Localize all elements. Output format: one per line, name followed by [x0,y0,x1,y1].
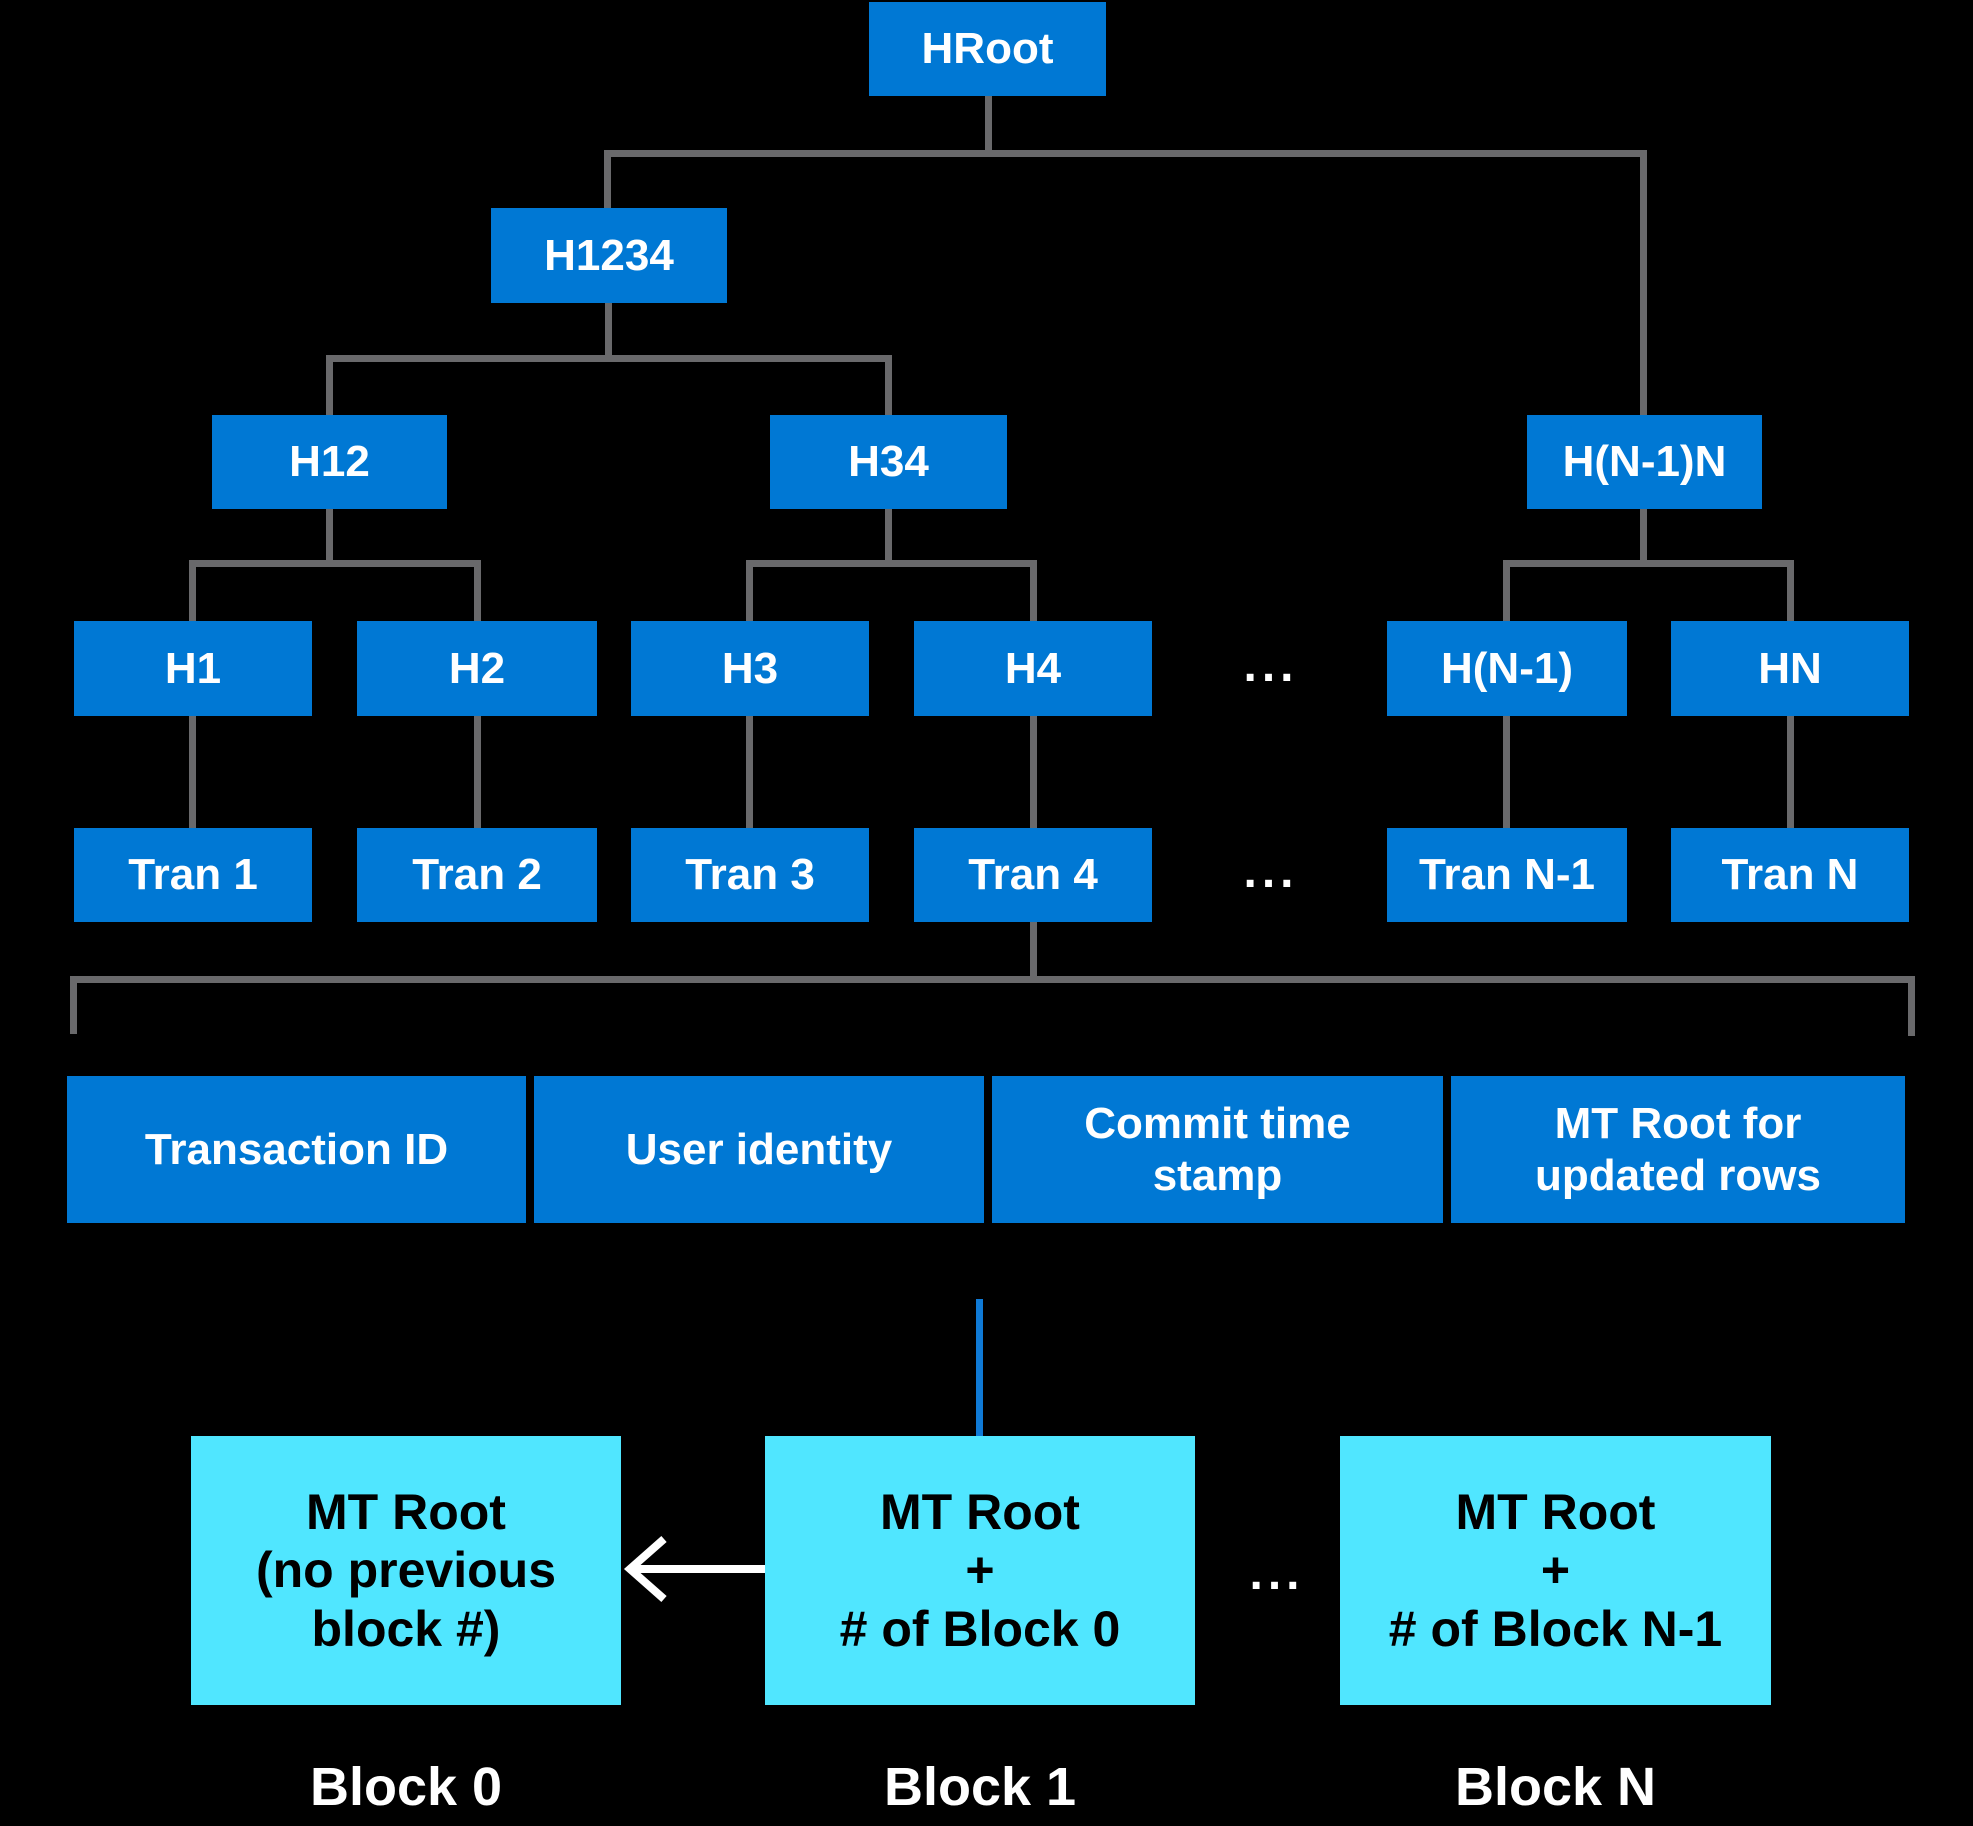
connector-hn1n-down [1640,507,1647,565]
connector-to-hn [1787,560,1794,623]
connector-fields-to-block1 [976,1299,983,1436]
connector-h12-horizontal [189,560,481,567]
field-line: stamp [1152,1150,1283,1200]
block-n-line: # of Block N-1 [1388,1600,1723,1657]
tree-node-h1234: H1234 [491,208,727,303]
field-user-identity: User identity [534,1076,984,1223]
connector-to-hn1n [1640,150,1647,417]
tree-node-hn: HN [1671,621,1909,716]
block-row-ellipsis: ... [1249,1547,1305,1600]
block-0-line: block #) [311,1600,501,1657]
field-line: Commit time [1084,1099,1351,1149]
field-line: updated rows [1534,1150,1822,1200]
block-1-line: # of Block 0 [839,1600,1121,1657]
connector-h12-down [326,507,333,565]
tree-node-h2: H2 [357,621,597,716]
bracket-right-tick [1908,976,1915,1036]
tree-node-tran2: Tran 2 [357,828,597,922]
tree-node-hn1n: H(N-1)N [1527,415,1762,509]
connector-to-hn1 [1503,560,1510,623]
block-n-line: + [1540,1542,1571,1599]
tree-node-h3: H3 [631,621,869,716]
connector-to-h12 [326,355,333,417]
connector-hn-trann [1787,714,1794,830]
tree-node-tran1: Tran 1 [74,828,312,922]
block-n-label: Block N [1454,1757,1657,1817]
block-1-box: MT Root + # of Block 0 [765,1436,1195,1705]
connector-level2-horizontal [326,355,892,362]
connector-h2-tran2 [474,714,481,830]
block-0-label: Block 0 [309,1757,503,1817]
block-0-line: MT Root [306,1483,506,1540]
connector-h34-down [885,507,892,565]
tree-node-tran4: Tran 4 [914,828,1152,922]
connector-to-h1 [189,560,196,623]
bracket-horizontal [70,976,1915,983]
connector-hn1n-horizontal [1503,560,1794,567]
tree-node-tran3: Tran 3 [631,828,869,922]
connector-hroot-down [985,95,992,155]
connector-to-h1234 [604,150,611,210]
block-1-label: Block 1 [883,1757,1077,1817]
tree-node-h1: H1 [74,621,312,716]
field-commit-time-stamp: Commit time stamp [992,1076,1443,1223]
hash-row-ellipsis: ... [1243,639,1299,692]
tree-node-hroot: HRoot [869,2,1106,96]
tree-node-h12: H12 [212,415,447,509]
connector-h4-tran4 [1030,714,1037,830]
block-n-line: MT Root [1455,1483,1656,1540]
field-transaction-id: Transaction ID [67,1076,526,1223]
connector-h34-horizontal [746,560,1037,567]
tree-node-h34: H34 [770,415,1007,509]
field-line: User identity [625,1124,893,1174]
connector-to-h2 [474,560,481,623]
block-0-box: MT Root (no previous block #) [191,1436,621,1705]
connector-tran4-bracket [1030,920,1037,982]
bracket-left-tick [70,976,77,1034]
connector-to-h34 [885,355,892,417]
connector-h1234-down [605,300,612,360]
connector-hn1-trann1 [1503,714,1510,830]
field-line: Transaction ID [144,1124,449,1174]
connector-to-h3 [746,560,753,623]
block-1-line: MT Root [880,1483,1080,1540]
block-n-box: MT Root + # of Block N-1 [1340,1436,1771,1705]
field-mt-root-updated-rows: MT Root for updated rows [1451,1076,1905,1223]
tree-node-hn1: H(N-1) [1387,621,1627,716]
connector-to-h4 [1030,560,1037,623]
tree-node-h4: H4 [914,621,1152,716]
block-0-line: (no previous [255,1542,557,1599]
tree-node-trann: Tran N [1671,828,1909,922]
previous-block-arrow-icon [623,1536,765,1602]
connector-h3-tran3 [746,714,753,830]
tree-node-trann1: Tran N-1 [1387,828,1627,922]
connector-h1-tran1 [189,714,196,830]
tran-row-ellipsis: ... [1243,845,1299,898]
block-1-line: + [965,1542,995,1599]
connector-level1-horizontal [604,150,1647,157]
field-line: MT Root for [1554,1099,1802,1149]
